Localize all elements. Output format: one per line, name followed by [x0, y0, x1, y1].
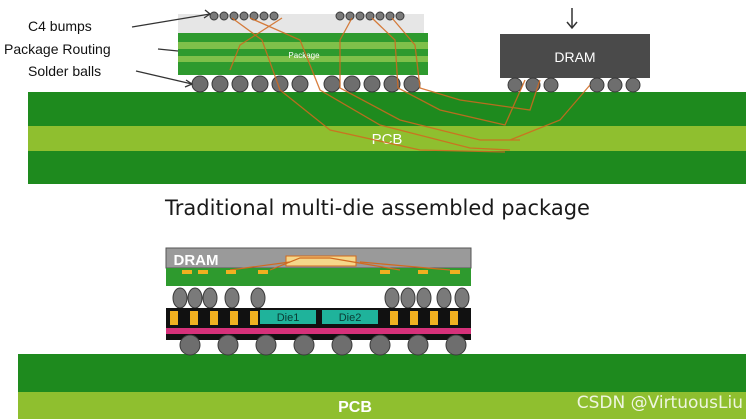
c4-bump [355, 11, 365, 21]
die1-label: Die1 [277, 312, 300, 324]
contact-pad [198, 270, 208, 274]
c4-bump [209, 11, 219, 21]
solder-balls-label: Solder balls [28, 63, 102, 79]
solder-ball [231, 75, 249, 93]
bottom-dram-traces [229, 257, 451, 271]
c4-bump [219, 11, 229, 21]
bottom-dram-label: DRAM [174, 252, 219, 269]
via-stripe [410, 311, 418, 325]
micro-bump [250, 287, 266, 309]
c4-bump [335, 11, 345, 21]
solder-ball [251, 75, 269, 93]
down-arrow-icon [566, 8, 578, 30]
top-package-label: Package [288, 51, 320, 60]
solder-ball [383, 75, 401, 93]
micro-bump [416, 287, 432, 309]
top-dram: DRAM [500, 34, 650, 78]
bottom-dram-pad-row [182, 270, 460, 274]
c4-bump [269, 11, 279, 21]
callout-lines [131, 9, 212, 88]
solder-ball [323, 75, 341, 93]
bottom-interposer: Die1 Die2 [166, 308, 471, 340]
bottom-dram: DRAM [165, 247, 472, 286]
contact-pad [182, 270, 192, 274]
c4-bump [395, 11, 405, 21]
bottom-pcb: PCB [18, 354, 746, 419]
micro-bump [172, 287, 188, 309]
top-package-substrate: Package [178, 33, 428, 75]
die2-block [322, 310, 378, 324]
micro-bump [384, 287, 400, 309]
c4-bump [239, 11, 249, 21]
top-solder-ball-row [191, 75, 421, 93]
solder-ball [403, 75, 421, 93]
solder-ball [179, 334, 201, 356]
solder-ball [407, 334, 429, 356]
bottom-micro-ball-row [172, 287, 470, 309]
micro-bump [224, 287, 240, 309]
via-stripe [210, 311, 218, 325]
top-routing-traces [229, 17, 591, 153]
c4-bump [259, 11, 269, 21]
contact-pad [226, 270, 236, 274]
micro-bump [202, 287, 218, 309]
die2-label: Die2 [339, 312, 362, 324]
top-dram-solder-ball-row [507, 77, 641, 93]
solder-ball [445, 334, 467, 356]
contact-pad [258, 270, 268, 274]
solder-ball [589, 77, 605, 93]
contact-pad [418, 270, 428, 274]
top-pcb: PCB [28, 92, 746, 184]
contact-pad [450, 270, 460, 274]
solder-ball [217, 334, 239, 356]
contact-pad [380, 270, 390, 274]
via-stripe [170, 311, 178, 325]
solder-ball [331, 334, 353, 356]
package-routing-label: Package Routing [4, 41, 111, 57]
solder-ball [191, 75, 209, 93]
micro-bump [436, 287, 452, 309]
via-stripe [430, 311, 438, 325]
solder-ball [543, 77, 559, 93]
c4-bump [345, 11, 355, 21]
bottom-pcb-label: PCB [338, 399, 372, 416]
micro-bump [454, 287, 470, 309]
c4-bumps-label: C4 bumps [28, 18, 92, 34]
solder-ball [255, 334, 277, 356]
top-diagram-caption: Traditional multi-die assembled package [165, 196, 590, 220]
solder-ball [507, 77, 523, 93]
solder-ball [293, 334, 315, 356]
via-stripe [390, 311, 398, 325]
via-stripe [250, 311, 258, 325]
solder-ball [625, 77, 641, 93]
top-dram-label: DRAM [554, 49, 595, 65]
solder-ball [211, 75, 229, 93]
via-stripe [230, 311, 238, 325]
die1-block [260, 310, 316, 324]
solder-ball [291, 75, 309, 93]
via-stripe [190, 311, 198, 325]
solder-ball [369, 334, 391, 356]
solder-ball [363, 75, 381, 93]
bottom-solder-ball-row [179, 334, 467, 356]
c4-bump [375, 11, 385, 21]
watermark: CSDN @VirtuousLiu [576, 393, 743, 413]
micro-bump [187, 287, 203, 309]
via-stripe [450, 311, 458, 325]
solder-ball [343, 75, 361, 93]
micro-bump [400, 287, 416, 309]
solder-ball [607, 77, 623, 93]
